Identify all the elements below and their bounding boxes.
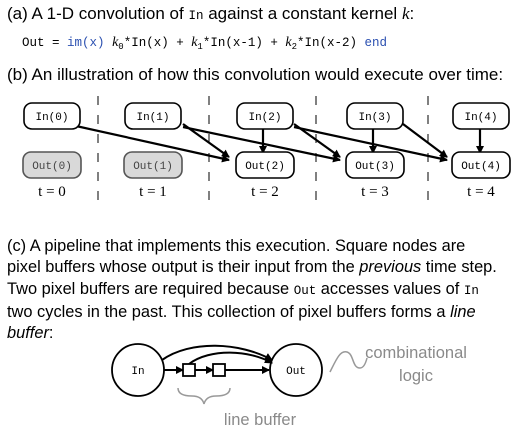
pixel-buffer-2 bbox=[212, 363, 226, 377]
output-node-label-1: Out(1) bbox=[133, 161, 173, 173]
combinational-label-line2: logic bbox=[399, 367, 433, 385]
output-node-label-0: Out(0) bbox=[32, 161, 72, 173]
input-node-1 bbox=[124, 102, 182, 130]
section-a-heading: (a) A 1-D convolution of In against a co… bbox=[7, 4, 415, 23]
out-node-label: Out bbox=[286, 366, 306, 378]
output-node-label-4: Out(4) bbox=[461, 161, 501, 173]
execution-timeline-diagram: In(0)In(1)In(2)In(3)In(4) Out(0)Out(1)Ou… bbox=[22, 96, 511, 200]
line-buffer-brace bbox=[177, 387, 231, 405]
pixel-buffer-1 bbox=[182, 363, 196, 377]
input-node-3 bbox=[346, 102, 404, 130]
output-node-3 bbox=[345, 151, 405, 179]
output-node-1 bbox=[123, 151, 183, 179]
in-identifier: In bbox=[188, 9, 204, 23]
in-node-label: In bbox=[131, 366, 144, 378]
output-node-4 bbox=[451, 151, 511, 179]
section-c-paragraph: (c) A pipeline that implements this exec… bbox=[7, 237, 497, 343]
code-keyword-im: im(x) bbox=[67, 36, 105, 50]
line-buffer-label: line buffer bbox=[224, 411, 297, 429]
output-node-2 bbox=[235, 151, 295, 179]
input-node-2 bbox=[236, 102, 294, 130]
output-node-label-3: Out(3) bbox=[355, 161, 395, 173]
output-node-0 bbox=[22, 151, 82, 179]
input-node-4 bbox=[452, 102, 510, 130]
output-node-label-2: Out(2) bbox=[245, 161, 285, 173]
input-node-label-0: In(0) bbox=[35, 112, 68, 124]
code-keyword-end: end bbox=[364, 36, 387, 50]
time-label-0: t = 0 bbox=[38, 184, 66, 200]
code-line: Out = im(x) k0*In(x) + k1*In(x-1) + k2*I… bbox=[22, 35, 387, 52]
input-node-label-4: In(4) bbox=[464, 112, 497, 124]
pipeline-edges bbox=[161, 344, 273, 374]
kernel-symbol: k bbox=[401, 4, 410, 23]
input-node-0 bbox=[23, 102, 81, 130]
input-node-label-1: In(1) bbox=[136, 112, 169, 124]
section-b-heading: (b) An illustration of how this convolut… bbox=[7, 65, 504, 84]
time-labels: t = 0 t = 1 t = 2 t = 3 t = 4 bbox=[38, 184, 495, 200]
input-node-label-2: In(2) bbox=[248, 112, 281, 124]
input-nodes: In(0) In(1) In(2) In(3) In(4) bbox=[23, 102, 510, 130]
time-label-4: t = 4 bbox=[467, 184, 495, 200]
combinational-label-line1: combinational bbox=[365, 344, 467, 362]
output-nodes: Out(0) Out(1) Out(2) Out(3) Out(4) bbox=[22, 151, 511, 179]
time-label-3: t = 3 bbox=[361, 184, 389, 200]
out-node bbox=[269, 343, 323, 397]
data-flow-arrows bbox=[75, 123, 484, 163]
input-node-label-3: In(3) bbox=[358, 112, 391, 124]
time-label-2: t = 2 bbox=[251, 184, 279, 200]
combinational-logic-squiggle bbox=[329, 351, 368, 373]
time-label-1: t = 1 bbox=[139, 184, 167, 200]
